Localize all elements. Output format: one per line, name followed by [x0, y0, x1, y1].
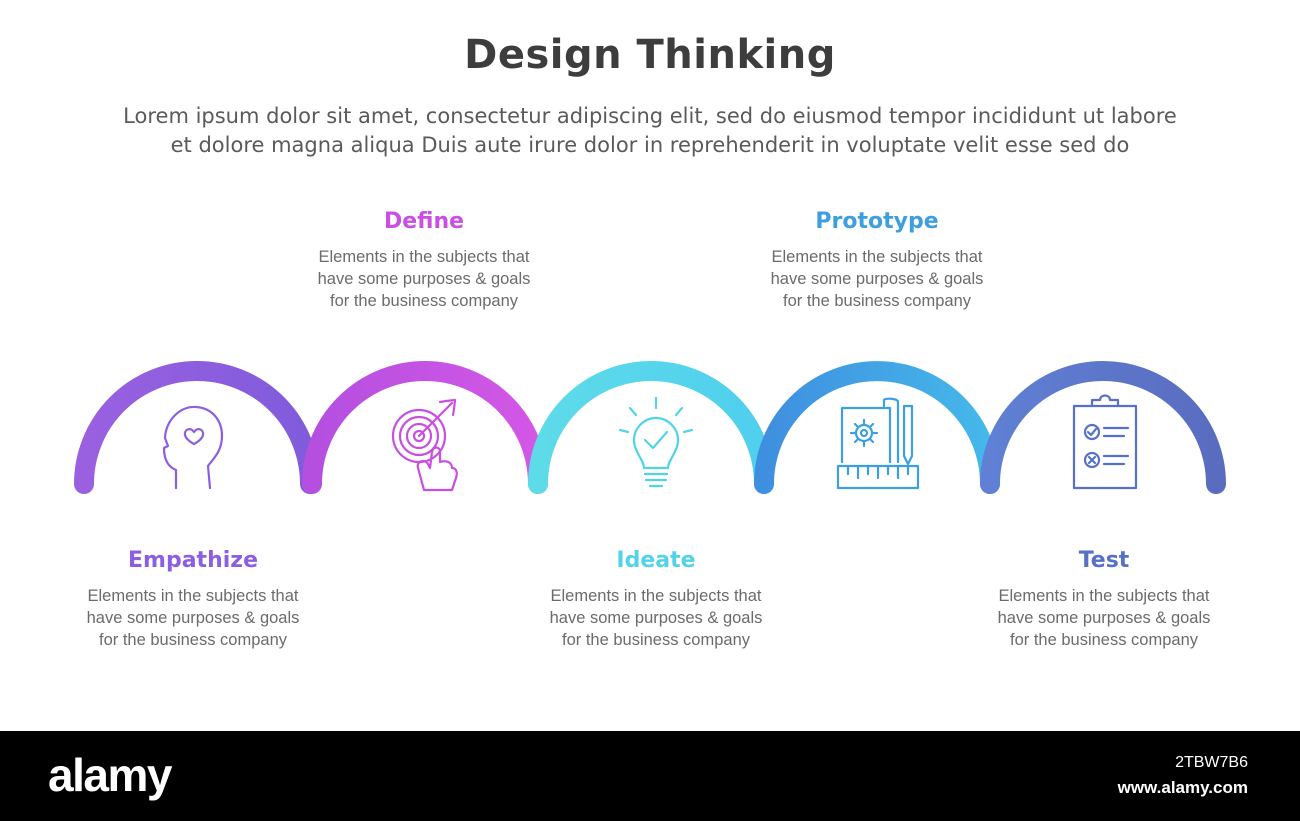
design-thinking-diagram [74, 361, 1226, 494]
blueprint-tools-icon [836, 397, 920, 490]
step-desc-line: Elements in the subjects that [998, 587, 1210, 605]
subtitle-line-1: Lorem ipsum dolor sit amet, consectetur … [123, 104, 1177, 128]
brand-logo: alamy [48, 749, 172, 801]
step-desc-line: for the business company [329, 292, 519, 310]
checklist-clipboard-icon [1072, 394, 1138, 490]
arc-empathize [74, 361, 320, 494]
step-desc-line: for the business company [1009, 631, 1199, 649]
step-title-test: Test [1078, 548, 1130, 573]
step-desc-line: Elements in the subjects that [550, 587, 762, 605]
lightbulb-check-icon [618, 396, 694, 488]
arc-ideate [528, 361, 774, 494]
step-desc-line: have some purposes & goals [549, 609, 763, 627]
step-desc-test: Elements in the subjects that have some … [974, 585, 1234, 651]
arc-test [980, 361, 1226, 494]
step-desc-ideate: Elements in the subjects that have some … [526, 585, 786, 651]
page-title: Design Thinking [464, 32, 836, 78]
step-title-define: Define [383, 209, 465, 234]
site-url: www.alamy.com [1117, 778, 1248, 797]
step-desc-define: Elements in the subjects that have some … [294, 246, 554, 312]
step-desc-line: have some purposes & goals [317, 270, 531, 288]
step-desc-prototype: Elements in the subjects that have some … [747, 246, 1007, 312]
image-id: 2TBW7B6 [1175, 754, 1248, 771]
step-desc-line: for the business company [98, 631, 288, 649]
step-desc-line: have some purposes & goals [770, 270, 984, 288]
step-title-empathize: Empathize [128, 548, 258, 573]
step-desc-line: have some purposes & goals [86, 609, 300, 627]
subtitle-line-2: et dolore magna aliqua Duis aute irure d… [170, 133, 1130, 157]
watermark-bar [0, 731, 1300, 821]
step-desc-line: for the business company [561, 631, 751, 649]
step-desc-line: Elements in the subjects that [318, 248, 530, 266]
step-desc-line: Elements in the subjects that [87, 587, 299, 605]
step-desc-line: for the business company [782, 292, 972, 310]
step-title-ideate: Ideate [616, 548, 696, 573]
target-arrow-icon [391, 398, 458, 492]
step-desc-line: have some purposes & goals [997, 609, 1211, 627]
step-title-prototype: Prototype [815, 209, 939, 234]
arc-prototype [754, 361, 1000, 494]
step-desc-empathize: Elements in the subjects that have some … [63, 585, 323, 651]
arc-define [302, 361, 548, 494]
page-subtitle: Lorem ipsum dolor sit amet, consectetur … [60, 102, 1240, 160]
step-desc-line: Elements in the subjects that [771, 248, 983, 266]
head-heart-icon [162, 405, 224, 490]
